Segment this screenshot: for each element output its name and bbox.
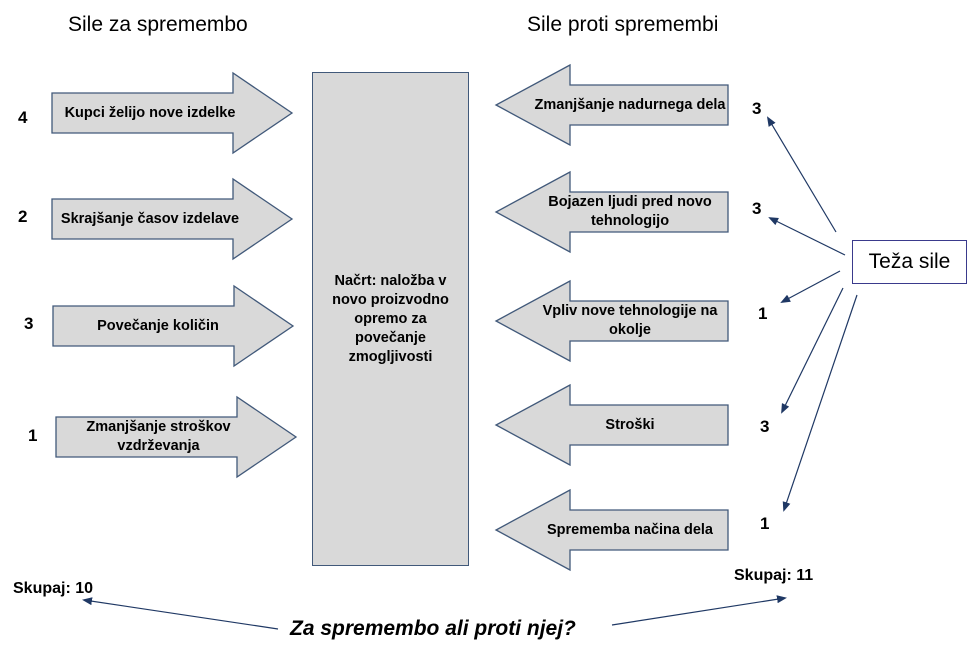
right-arrow-shape <box>51 71 294 155</box>
left-arrow-shape <box>494 279 729 363</box>
connector-total-for <box>82 597 279 630</box>
force-label: Bojazen ljudi pred novo tehnologijo <box>548 194 712 229</box>
right-arrow-shape <box>51 177 294 261</box>
force-weight: 2 <box>18 207 28 226</box>
left-arrow-shape <box>494 488 729 572</box>
connector-to-weight-1 <box>766 116 837 233</box>
connector-to-weight-3 <box>780 270 841 303</box>
left-arrow-shape <box>494 63 729 147</box>
force-weight: 1 <box>28 426 38 445</box>
force-label: Kupci želijo nove izdelke <box>64 104 236 121</box>
total-for: Skupaj: 10 <box>13 580 94 597</box>
left-arrow-shape <box>494 383 729 467</box>
force-weight: 1 <box>760 514 770 533</box>
change-proposal-box: Načrt: naložba v novo proizvodno opremo … <box>312 72 469 566</box>
force-label: Sprememba načina dela <box>546 521 713 538</box>
right-arrow-shape <box>52 284 295 368</box>
connector-to-weight-2 <box>768 217 846 256</box>
force-weight: 3 <box>752 99 762 118</box>
force-weight-box-label: Teža sile <box>868 250 951 273</box>
connector-to-weight-5 <box>782 294 858 512</box>
force-label: Zmanjšanje nadurnega dela <box>534 96 726 113</box>
right-arrow-shape <box>55 395 298 479</box>
force-weight: 3 <box>752 199 762 218</box>
left-arrow-shape <box>494 170 729 254</box>
force-label: Povečanje količin <box>97 317 219 334</box>
force-label: Stroški <box>605 416 655 433</box>
heading-forces-for: Sile za spremembo <box>68 13 248 36</box>
force-label: Vpliv nove tehnologije na okolje <box>542 303 718 338</box>
change-proposal-label: Načrt: naložba v novo proizvodno opremo … <box>332 272 449 365</box>
force-weight: 3 <box>24 314 34 333</box>
force-weight: 4 <box>18 108 28 127</box>
connector-total-against <box>611 595 787 626</box>
force-weight-box: Teža sile <box>852 240 967 284</box>
heading-forces-against: Sile proti spremembi <box>527 13 719 36</box>
total-against: Skupaj: 11 <box>734 567 814 584</box>
force-weight: 1 <box>758 304 768 323</box>
force-label: Zmanjšanje stroškov vzdrževanja <box>86 419 231 454</box>
connector-to-weight-4 <box>781 287 844 414</box>
force-weight: 3 <box>760 417 770 436</box>
force-label: Skrajšanje časov izdelave <box>60 210 240 227</box>
conclusion-question: Za spremembo ali proti njej? <box>290 617 576 640</box>
